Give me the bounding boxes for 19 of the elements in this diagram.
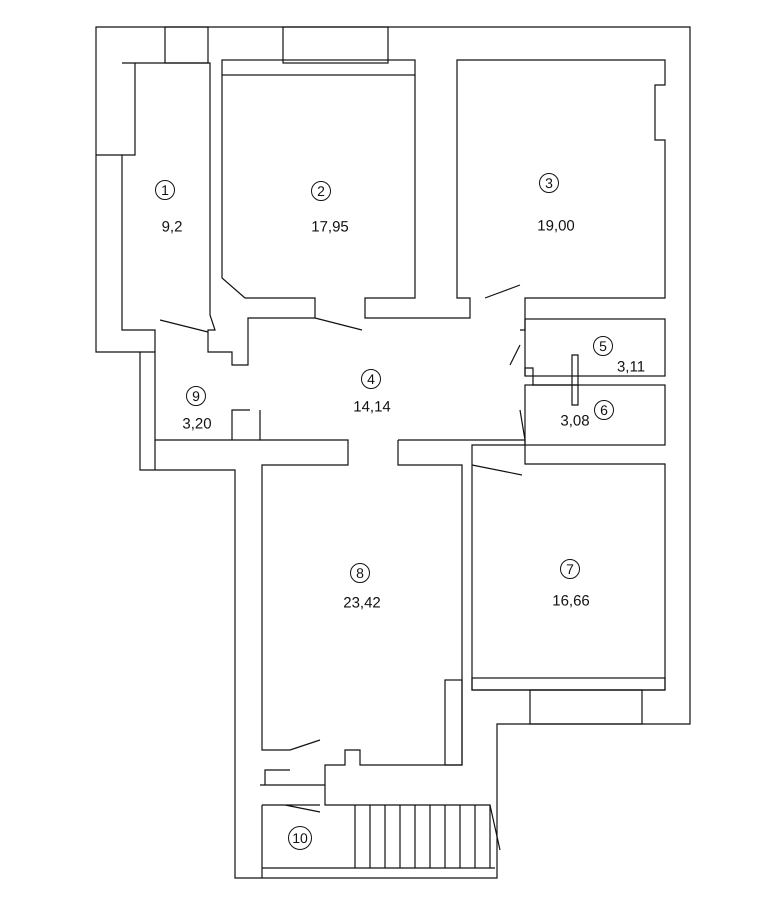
- room-number: 1: [155, 180, 175, 200]
- room-number: 9: [186, 386, 206, 406]
- room-area: 3,08: [560, 414, 590, 428]
- room-number: 6: [594, 400, 614, 420]
- room-number: 2: [311, 181, 331, 201]
- room-area: 3,11: [616, 360, 646, 374]
- room-number: 7: [560, 559, 580, 579]
- room-number: 10: [288, 826, 312, 850]
- room-area: 3,20: [182, 416, 212, 432]
- room-area: 14,14: [353, 400, 391, 414]
- room-number: 8: [350, 563, 370, 583]
- room-area: 17,95: [311, 220, 349, 234]
- room-area: 9,2: [162, 220, 182, 234]
- room-number: 5: [593, 336, 613, 356]
- room-area: 23,42: [343, 596, 381, 610]
- room-number: 4: [361, 369, 381, 389]
- room-area: 16,66: [552, 594, 590, 608]
- room-number: 3: [539, 173, 559, 193]
- room-area: 19,00: [537, 218, 575, 234]
